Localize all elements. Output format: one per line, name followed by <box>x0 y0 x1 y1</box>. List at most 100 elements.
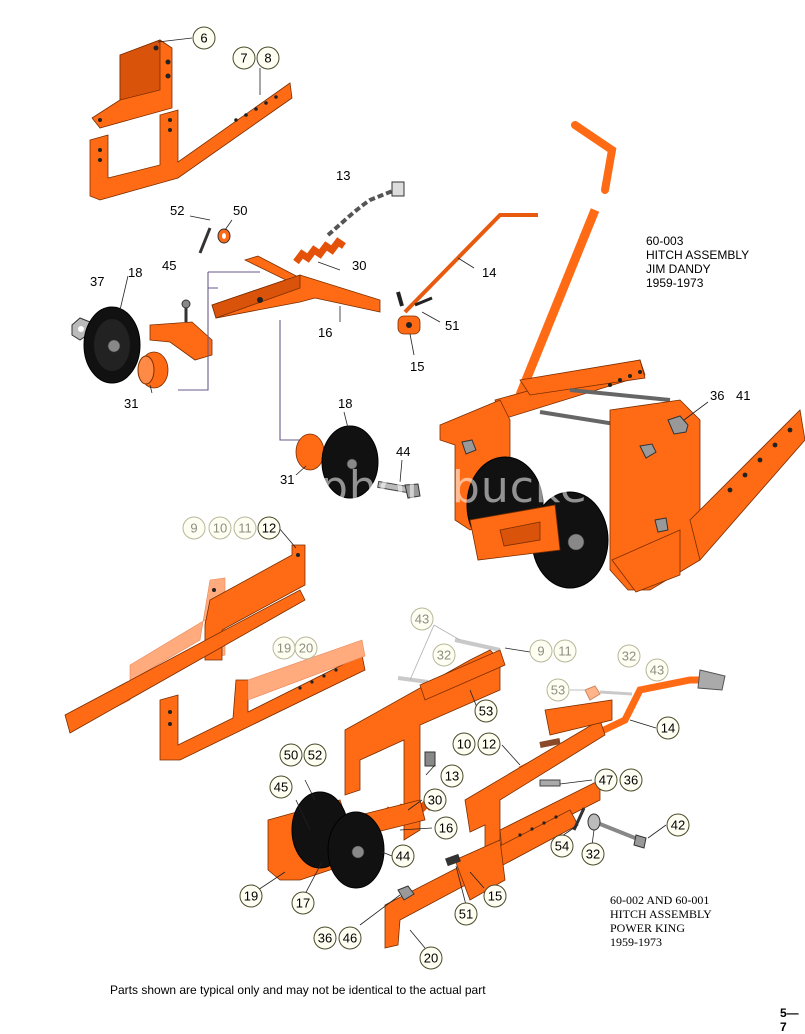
label-30-upper: 30 <box>352 258 366 273</box>
svg-text:20: 20 <box>299 641 313 656</box>
part-15-collar <box>397 315 421 335</box>
svg-text:53: 53 <box>551 683 565 698</box>
callout-19-faded: 19 <box>272 636 296 660</box>
callout-52-lower: 52 <box>303 743 327 767</box>
power-king-title: 60-002 AND 60-001 HITCH ASSEMBLY POWER K… <box>610 893 712 949</box>
label-45-upper: 45 <box>162 258 176 273</box>
svg-text:12: 12 <box>262 521 276 536</box>
svg-text:50: 50 <box>284 748 298 763</box>
part-52-pin <box>198 227 212 254</box>
svg-text:16: 16 <box>439 821 453 836</box>
part-31-spacer-upper <box>137 351 169 389</box>
svg-text:14: 14 <box>661 721 675 736</box>
label-52-upper: 52 <box>170 203 184 218</box>
power-king-assembly-name: HITCH ASSEMBLY <box>610 907 712 921</box>
svg-text:36: 36 <box>318 931 332 946</box>
callout-15-lower: 15 <box>483 884 507 908</box>
svg-text:52: 52 <box>308 748 322 763</box>
callout-54: 54 <box>550 834 574 858</box>
assembly-leader-upper <box>178 271 300 441</box>
callout-19-lower: 19 <box>239 884 263 908</box>
callout-12-upper: 12 <box>257 516 281 540</box>
callout-50-lower: 50 <box>279 743 303 767</box>
power-king-part-number: 60-002 AND 60-001 <box>610 893 710 907</box>
label-14-upper: 14 <box>482 265 496 280</box>
part-50-washer <box>217 228 231 244</box>
svg-text:20: 20 <box>424 951 438 966</box>
part-44-bolt <box>377 480 421 499</box>
disclaimer-text: Parts shown are typical only and may not… <box>110 983 486 997</box>
svg-text:15: 15 <box>488 889 502 904</box>
svg-text:30: 30 <box>428 793 442 808</box>
svg-text:11: 11 <box>558 644 572 659</box>
callout-12-lower: 12 <box>477 732 501 756</box>
part-30-spring <box>293 237 346 265</box>
svg-text:11: 11 <box>238 521 252 536</box>
part-45-bolt <box>181 299 191 322</box>
part-19-20-bar <box>159 639 366 761</box>
callout-10-lower: 10 <box>452 732 476 756</box>
label-18-upper: 18 <box>128 265 142 280</box>
jim-dandy-years: 1959-1973 <box>646 276 704 290</box>
part-axle-bracket <box>149 321 213 361</box>
label-15-upper: 15 <box>410 359 424 374</box>
svg-text:32: 32 <box>586 847 600 862</box>
svg-text:43: 43 <box>415 612 429 627</box>
svg-text:36: 36 <box>624 773 638 788</box>
callout-8: 8 <box>256 46 280 70</box>
svg-text:13: 13 <box>445 769 459 784</box>
label-37: 37 <box>90 274 104 289</box>
jim-dandy-title: 60-003 HITCH ASSEMBLY JIM DANDY 1959-197… <box>646 234 749 290</box>
callout-20-faded: 20 <box>294 636 318 660</box>
part-18-wheel-lower <box>321 425 379 499</box>
label-44-upper: 44 <box>396 444 410 459</box>
callout-9-lower: 9 <box>529 639 553 663</box>
svg-text:6: 6 <box>200 31 207 46</box>
svg-text:32: 32 <box>622 649 636 664</box>
callout-47: 47 <box>594 768 618 792</box>
callout-51-lower: 51 <box>454 902 478 926</box>
callout-6: 6 <box>192 26 216 50</box>
callout-14-lower: 14 <box>656 716 680 740</box>
label-41: 41 <box>736 388 750 403</box>
leader-lines <box>119 37 709 949</box>
svg-text:45: 45 <box>274 780 288 795</box>
power-king-hitch-assembly <box>267 638 726 949</box>
callout-36-lower: 36 <box>313 926 337 950</box>
part-13-chain <box>326 181 405 237</box>
label-50-upper: 50 <box>233 203 247 218</box>
svg-text:53: 53 <box>479 704 493 719</box>
callout-13-lower: 13 <box>440 764 464 788</box>
page-number: 5—7 <box>780 1006 799 1034</box>
svg-text:10: 10 <box>213 521 227 536</box>
callout-43-upper: 43 <box>410 607 434 631</box>
jim-dandy-assembly-name: HITCH ASSEMBLY <box>646 248 750 262</box>
callout-53-center: 53 <box>474 699 498 723</box>
callout-36-right: 36 <box>619 768 643 792</box>
callout-32-upper: 32 <box>432 643 456 667</box>
svg-text:10: 10 <box>457 737 471 752</box>
callout-9-upper: 9 <box>182 516 206 540</box>
svg-text:9: 9 <box>190 521 197 536</box>
callout-53-right: 53 <box>546 678 570 702</box>
label-18-lower: 18 <box>338 396 352 411</box>
callout-16-lower: 16 <box>434 816 458 840</box>
callout-7: 7 <box>232 46 256 70</box>
svg-text:8: 8 <box>264 51 271 66</box>
label-13-upper: 13 <box>336 168 350 183</box>
part-16-hitch-frame <box>211 255 381 319</box>
power-king-model: POWER KING <box>610 921 685 935</box>
part-6-bracket <box>91 39 173 129</box>
callout-32-lower: 32 <box>581 842 605 866</box>
callout-32-right: 32 <box>617 644 641 668</box>
callout-11-lower: 11 <box>553 639 577 663</box>
callout-45-lower: 45 <box>269 775 293 799</box>
svg-text:32: 32 <box>437 648 451 663</box>
label-31-upper: 31 <box>124 396 138 411</box>
svg-text:12: 12 <box>482 737 496 752</box>
svg-text:19: 19 <box>277 641 291 656</box>
svg-text:44: 44 <box>396 849 410 864</box>
callout-10-upper: 10 <box>208 516 232 540</box>
svg-text:46: 46 <box>343 931 357 946</box>
